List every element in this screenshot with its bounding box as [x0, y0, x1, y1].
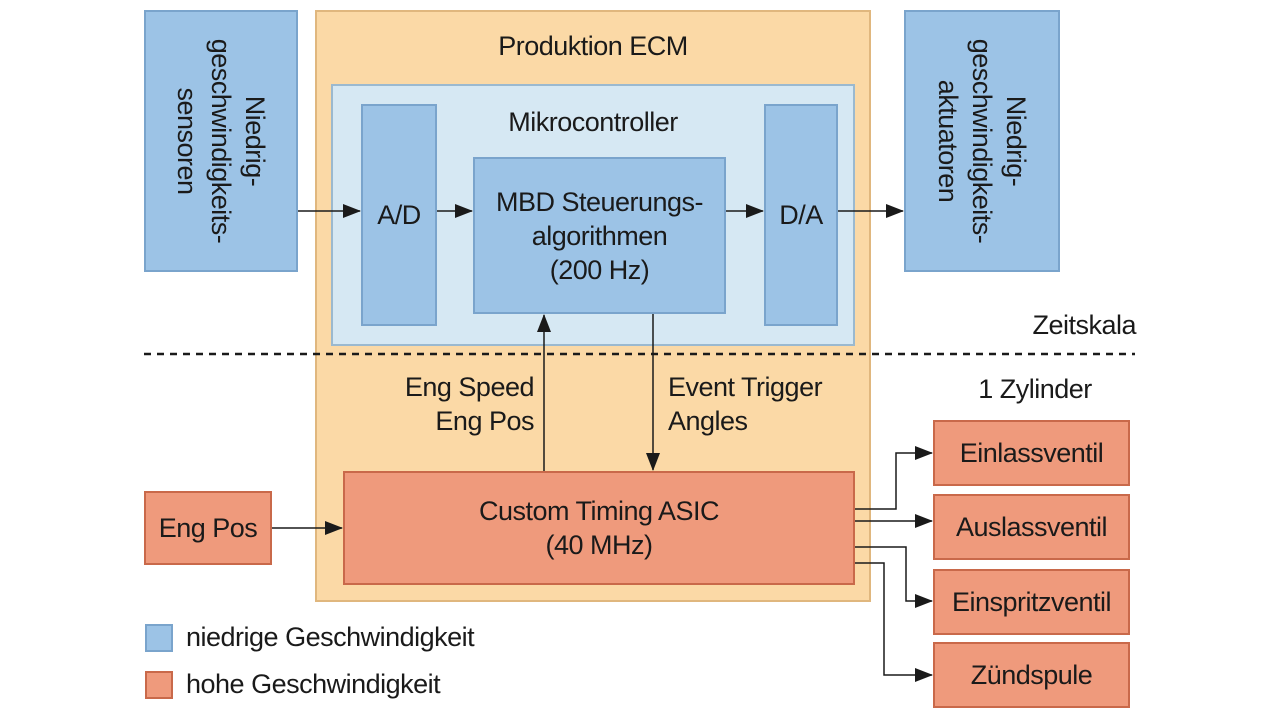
mbd-box: MBD Steuerungs- algorithmen (200 Hz) [473, 157, 726, 314]
sensors-box: Niedrig- geschwindigkeits- sensoren [144, 10, 298, 272]
ad-box: A/D [361, 104, 437, 326]
output-intake-valve: Einlassventil [933, 420, 1130, 486]
mbd-label: MBD Steuerungs- algorithmen (200 Hz) [495, 186, 704, 285]
event-trigger-label: Event Trigger Angles [668, 372, 823, 436]
output-ignition-coil: Zündspule [933, 642, 1130, 708]
eng-pos-input-label: Eng Pos [158, 513, 258, 543]
ad-label: A/D [377, 200, 421, 230]
legend-swatch-low-speed [145, 624, 173, 652]
asic-box: Custom Timing ASIC (40 MHz) [343, 471, 855, 585]
output-ignition-coil-label: Zündspule [970, 660, 1093, 690]
cylinder-label: 1 Zylinder [978, 374, 1092, 404]
output-intake-valve-label: Einlassventil [959, 438, 1104, 468]
legend-label-low-speed: niedrige Geschwindigkeit [186, 622, 475, 652]
legend-label-high-speed: hohe Geschwindigkeit [186, 669, 441, 699]
timescale-label: Zeitskala [1032, 310, 1136, 340]
da-label: D/A [779, 200, 823, 230]
asic-label: Custom Timing ASIC (40 MHz) [478, 496, 720, 560]
arrow-asic-ignition [855, 562, 933, 682]
legend-swatch-high-speed [145, 671, 173, 699]
arrow-asic-injector [855, 546, 933, 608]
da-box: D/A [764, 104, 838, 326]
eng-speed-label: Eng Speed Eng Pos [404, 372, 535, 436]
actuators-box: Niedrig- geschwindigkeits- aktuatoren [904, 10, 1060, 272]
output-exhaust-valve: Auslassventil [933, 494, 1130, 560]
microcontroller-title: Mikrocontroller [508, 107, 678, 137]
output-injector: Einspritzventil [933, 569, 1130, 635]
output-injector-label: Einspritzventil [951, 587, 1112, 617]
arrow-asic-intake [855, 446, 933, 510]
eng-pos-input-box: Eng Pos [144, 491, 272, 565]
output-exhaust-valve-label: Auslassventil [955, 512, 1108, 542]
ecm-title: Produktion ECM [498, 31, 688, 61]
